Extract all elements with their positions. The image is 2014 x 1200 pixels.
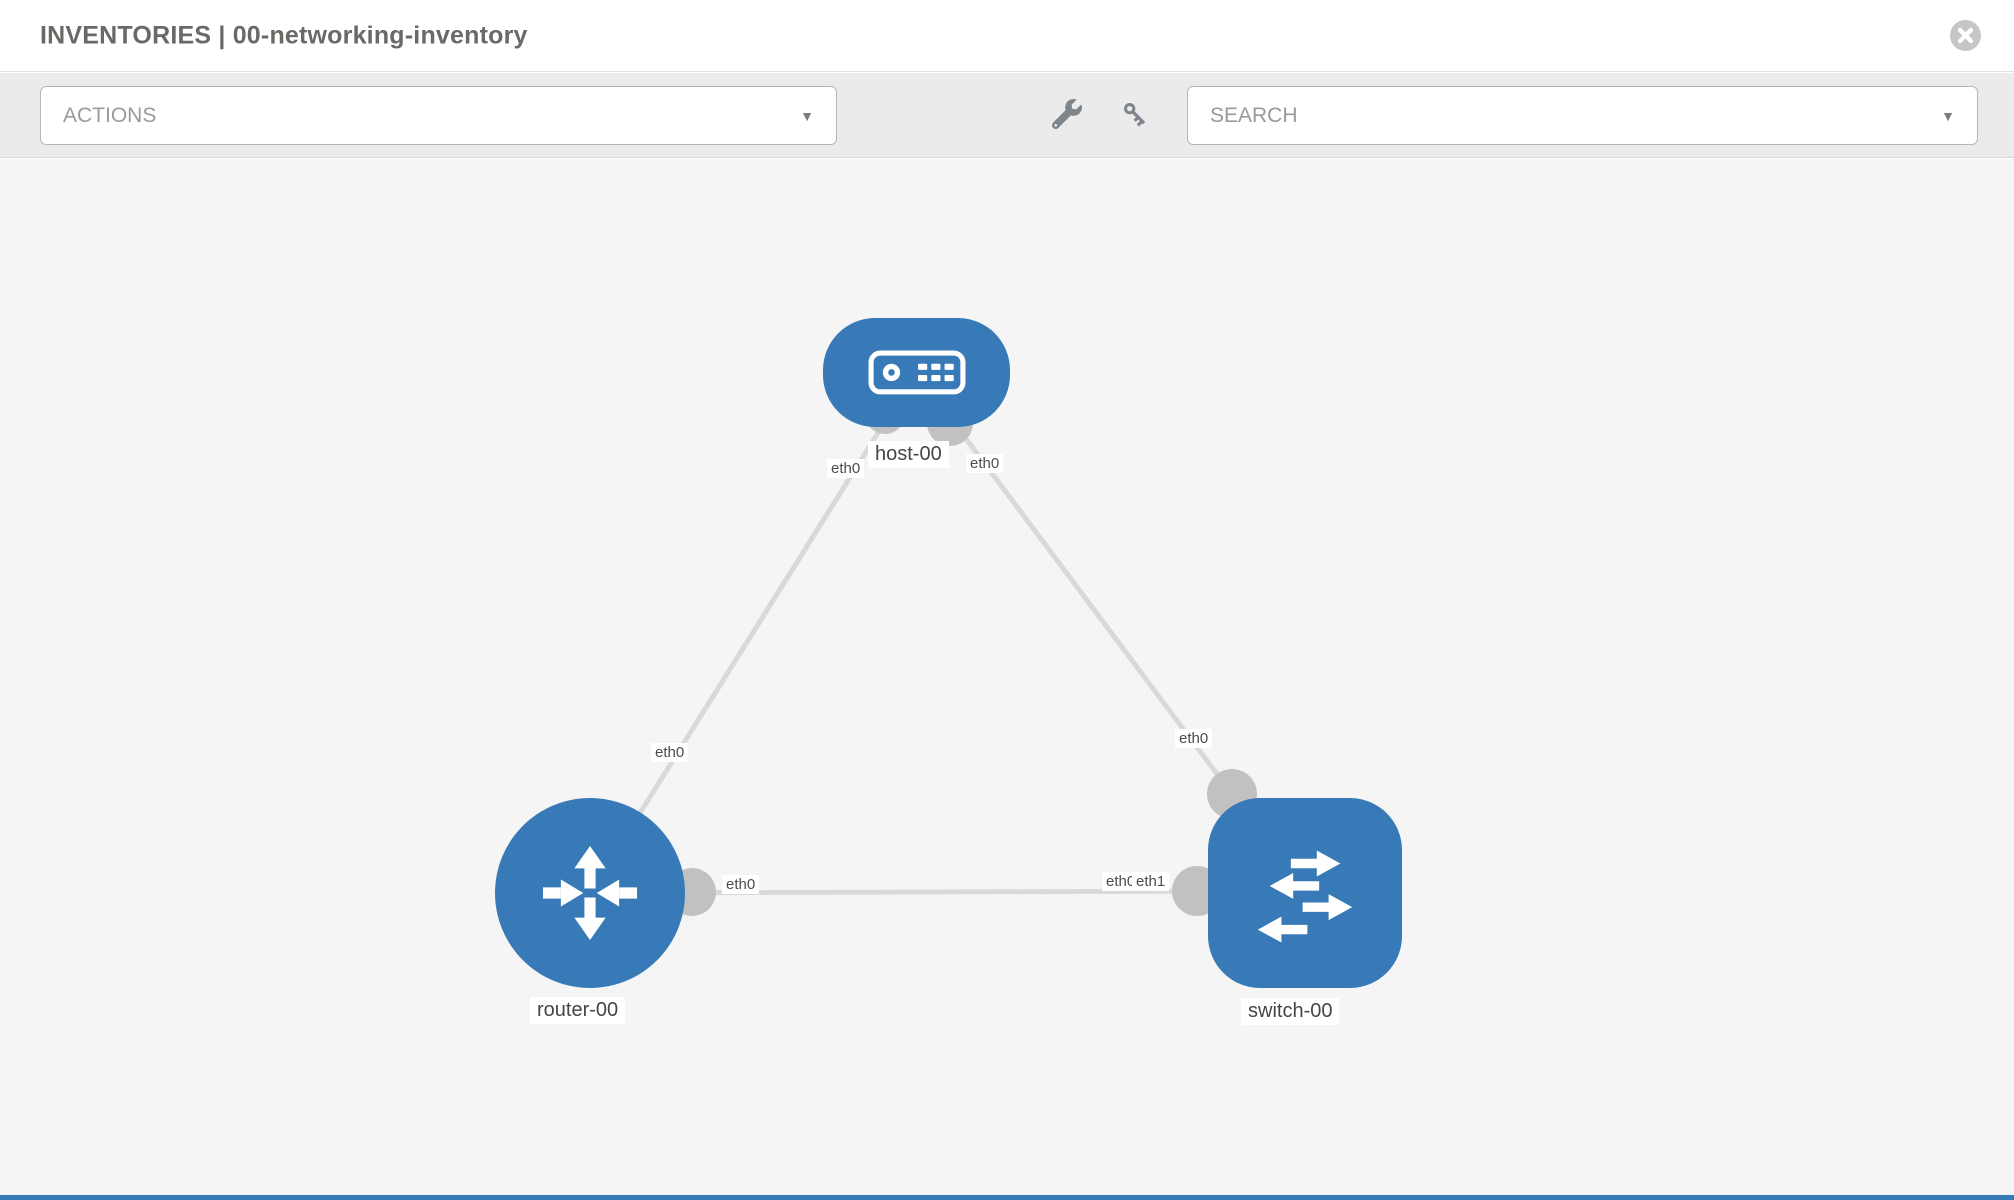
node-router-00[interactable] — [495, 798, 685, 988]
close-button[interactable] — [1949, 19, 1982, 52]
topology-canvas[interactable]: host-00 router-00 switch-00 eth0 eth0 et… — [0, 159, 2014, 1200]
node-label-host: host-00 — [868, 441, 949, 468]
interface-label-switch-host-eth0: eth0 — [1175, 729, 1213, 748]
interface-label-switch-eth1: eth1 — [1132, 872, 1170, 891]
page-title: INVENTORIES | 00-networking-inventory — [40, 21, 528, 49]
node-label-router: router-00 — [530, 997, 626, 1024]
actions-dropdown[interactable]: ACTIONS ▼ — [40, 86, 837, 145]
header-bar: INVENTORIES | 00-networking-inventory — [0, 0, 2014, 72]
host-icon — [868, 350, 965, 395]
search-dropdown[interactable]: SEARCH ▼ — [1187, 86, 1978, 145]
toolbar: ACTIONS ▼ SEARCH ▼ — [0, 73, 2014, 158]
link-router-host[interactable] — [587, 370, 919, 895]
search-dropdown-label: SEARCH — [1210, 103, 1298, 127]
chevron-down-icon: ▼ — [1941, 107, 1955, 124]
chevron-down-icon: ▼ — [800, 107, 814, 124]
router-icon — [542, 845, 638, 941]
interface-label-router-eth0: eth0 — [722, 875, 760, 894]
node-host-00[interactable] — [823, 318, 1010, 427]
close-icon — [1950, 20, 1981, 51]
node-label-switch: switch-00 — [1241, 998, 1340, 1025]
links-layer — [587, 370, 1257, 916]
key-icon — [1124, 103, 1146, 127]
manage-groups-button[interactable] — [1051, 99, 1084, 131]
wrench-icon — [1051, 99, 1082, 130]
interface-label-host-eth0-right: eth0 — [966, 454, 1004, 473]
bottom-accent-strip — [0, 1195, 2014, 1200]
interface-label-host-eth0-left: eth0 — [827, 459, 865, 478]
node-switch-00[interactable] — [1208, 798, 1402, 988]
link-host-switch[interactable] — [913, 370, 1235, 796]
actions-dropdown-label: ACTIONS — [63, 103, 157, 127]
credentials-button[interactable] — [1120, 99, 1152, 131]
interface-label-router-host-eth0: eth0 — [651, 743, 689, 762]
interface-label-switch-overlapped: eth0 — [1102, 872, 1140, 891]
switch-icon — [1257, 850, 1353, 943]
